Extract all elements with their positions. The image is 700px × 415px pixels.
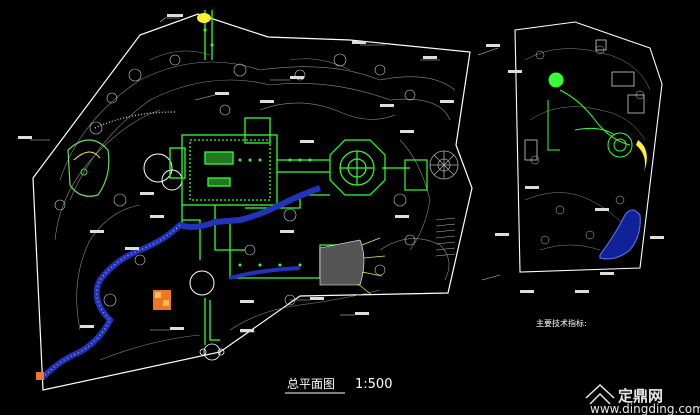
watermark-url: www.dingding.com: [590, 402, 700, 415]
stair-hatch: [435, 217, 456, 257]
drawing-scale: 1:500: [355, 377, 392, 392]
bottom-entrance-gate: [199, 343, 225, 361]
label-ticks-main: [18, 14, 500, 332]
dotted-arc-path: [94, 111, 176, 129]
drawing-title: 总平面图: [287, 377, 335, 391]
secondary-water-pond: [599, 209, 641, 260]
secondary-site-boundary: [514, 21, 663, 273]
fan-paved-plaza: [319, 237, 386, 296]
right-fan-plaza: [429, 150, 459, 180]
circular-pavilions: [143, 153, 215, 296]
watermark: 定鼎网 www.dingding.com: [585, 383, 700, 415]
contour-lines-main: [54, 50, 456, 361]
secondary-buildings: [524, 39, 645, 161]
water-channel: [39, 185, 321, 381]
watermark-brand: 定鼎网: [618, 387, 663, 405]
right-plaza-square: [404, 159, 428, 191]
lower-left-accent: [36, 372, 44, 380]
watermark-logo-icon: [585, 383, 615, 405]
secondary-spiral-feature: [607, 132, 633, 158]
secondary-paths: [547, 72, 631, 151]
secondary-yellow-crescent: [636, 140, 647, 172]
orange-pavement-block: [153, 290, 171, 310]
tech-indicators-label: 主要技术指标:: [536, 318, 587, 328]
tree-groups-main: [54, 53, 416, 307]
walkway-light-dots: [203, 28, 312, 267]
left-oval-plaza: [67, 139, 110, 197]
label-ticks-secondary: [495, 70, 664, 293]
top-entrance-marker: [197, 13, 211, 23]
central-octagon-plaza: [329, 139, 386, 196]
main-building-complex: [169, 117, 278, 225]
